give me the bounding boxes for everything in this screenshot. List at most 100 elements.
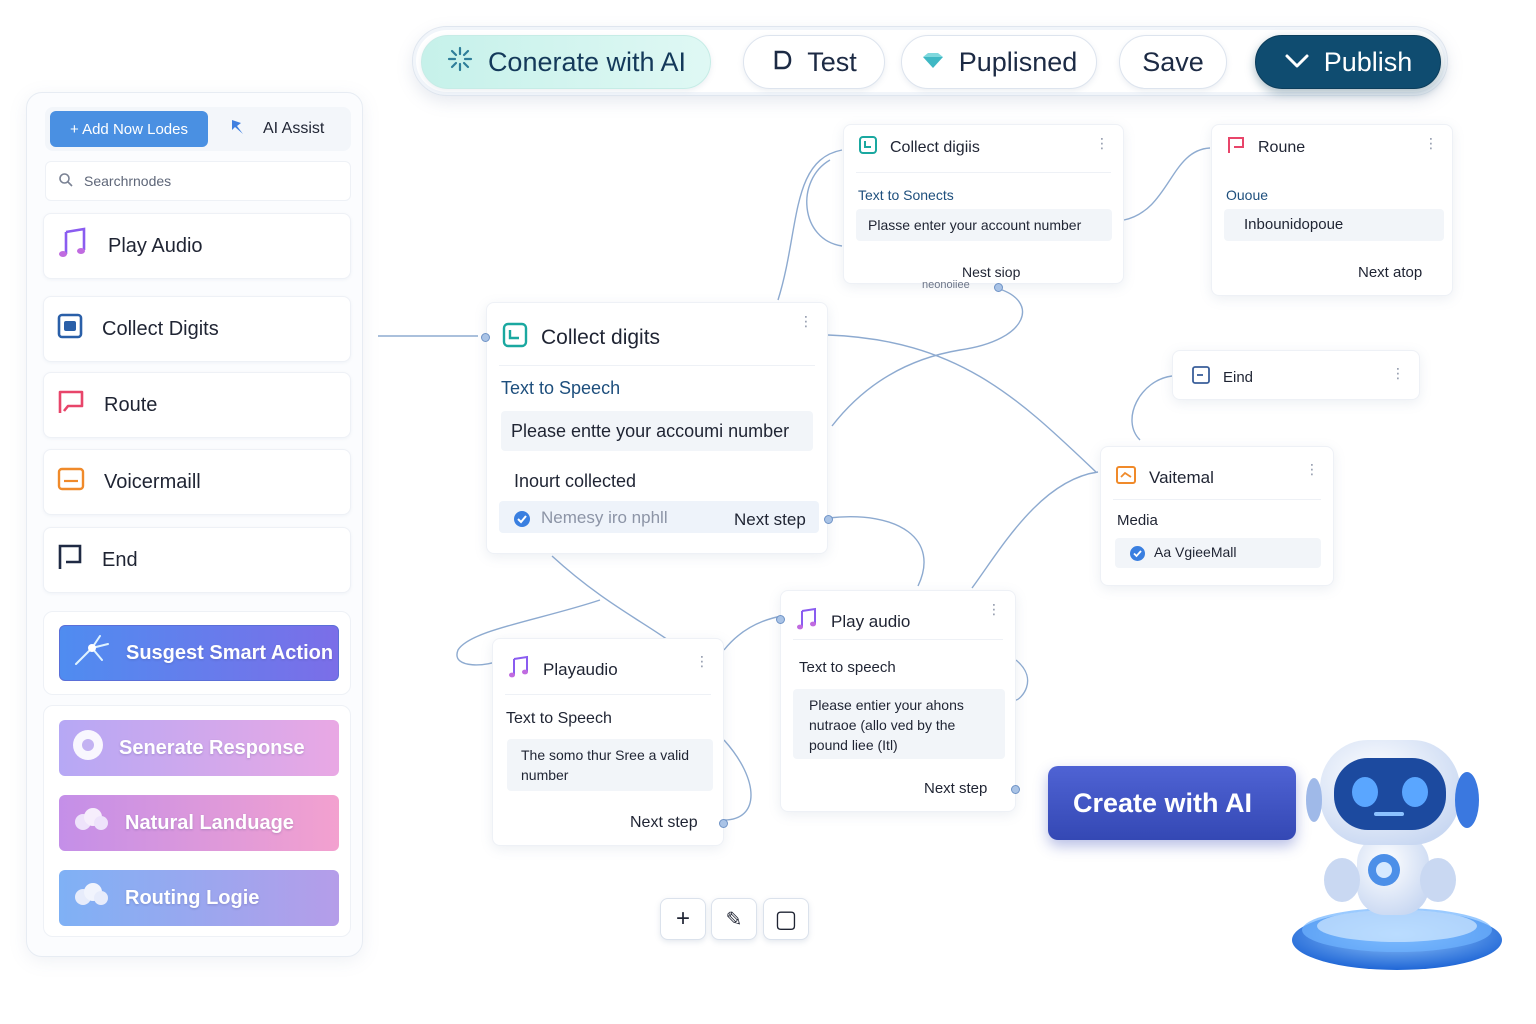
- node-play-audio-left[interactable]: Playaudio ⋮ Text to Speech The somo thur…: [492, 638, 728, 846]
- keypad-icon: [56, 312, 84, 346]
- sidebar-item-end[interactable]: End: [43, 527, 351, 593]
- node-menu-icon[interactable]: ⋮: [1305, 461, 1319, 477]
- natural-language-button[interactable]: Natural Landuage: [59, 795, 339, 851]
- node-header: Play audio: [795, 607, 910, 636]
- create-with-ai-button[interactable]: Create with AI: [1048, 766, 1296, 840]
- output-port[interactable]: [994, 283, 1003, 292]
- play-d-icon: [771, 47, 793, 78]
- sidebar-item-collect-digits[interactable]: Collect Digits: [43, 296, 351, 362]
- generate-label: Conerate with AI: [487, 46, 687, 77]
- routing-cloud-icon: [71, 880, 111, 916]
- generate-with-ai-button[interactable]: Conerate with AI: [421, 35, 711, 89]
- sidebar-item-play-audio[interactable]: Play Audio: [43, 213, 351, 279]
- node-menu-icon[interactable]: ⋮: [1095, 135, 1109, 151]
- end-icon: [1191, 365, 1211, 389]
- node-title: Collect digiis: [890, 138, 980, 156]
- generate-response-button[interactable]: Senerate Response: [59, 720, 339, 776]
- music-note-icon: [507, 655, 531, 684]
- search-icon: [58, 172, 74, 191]
- wire-playleft-next: [723, 739, 752, 821]
- node-next-step[interactable]: Nest siop: [962, 264, 1021, 280]
- ai-assist-tab[interactable]: AI Assist: [229, 111, 347, 147]
- test-button[interactable]: Test: [743, 35, 885, 89]
- node-prompt-field[interactable]: The somo thur Sree a valid number: [507, 739, 713, 791]
- edit-tool[interactable]: ✎: [711, 898, 757, 940]
- add-nodes-tab[interactable]: + Add Now Lodes: [50, 111, 208, 147]
- node-header: Eind: [1191, 365, 1253, 389]
- wire-playleft-to-playright: [723, 615, 783, 651]
- wire-collect-top-loop: [806, 159, 843, 247]
- suggest-smart-action-button[interactable]: Susgest Smart Action: [59, 625, 339, 681]
- node-title: Roune: [1258, 138, 1306, 156]
- node-title: Collect digits: [541, 326, 661, 349]
- node-collect-digits-top[interactable]: Collect digiis ⋮ Text to Sonects Plasse …: [843, 124, 1124, 292]
- node-menu-icon[interactable]: ⋮: [987, 601, 1001, 617]
- node-next-step[interactable]: Next step: [630, 814, 698, 831]
- node-prompt-field[interactable]: Please entte your accoumi number: [501, 411, 813, 451]
- node-field-label: Ououe: [1226, 187, 1269, 203]
- pencil-icon: ✎: [725, 908, 743, 931]
- node-next-step[interactable]: Next step: [734, 510, 806, 529]
- input-port[interactable]: [481, 333, 490, 342]
- route-flag-icon: [56, 388, 86, 422]
- node-menu-icon[interactable]: ⋮: [1391, 365, 1405, 381]
- routing-logic-button[interactable]: Routing Logie: [59, 870, 339, 926]
- save-label: Save: [1142, 46, 1204, 77]
- wire-main-to-voicemail: [827, 334, 1097, 473]
- add-nodes-label: + Add Now Lodes: [69, 120, 188, 138]
- published-status-button[interactable]: Puplisned: [901, 35, 1097, 89]
- frame-tool[interactable]: ▢: [763, 898, 809, 940]
- node-prompt-field[interactable]: Please entier your ahons nutraoe (allo v…: [793, 689, 1005, 759]
- create-with-ai-label: Create with AI: [1073, 787, 1253, 818]
- save-button[interactable]: Save: [1119, 35, 1227, 89]
- output-port[interactable]: [824, 515, 833, 524]
- node-media-field[interactable]: [1115, 538, 1321, 568]
- node-route[interactable]: Roune ⋮ Ououe Inbounidopoue Next atop: [1211, 124, 1453, 296]
- node-collect-digits-main[interactable]: Collect digits ⋮ Text to Speech Please e…: [481, 302, 833, 554]
- node-title: Eind: [1223, 368, 1254, 386]
- voicemail-icon: [1115, 465, 1137, 490]
- output-port[interactable]: [719, 819, 728, 828]
- node-next-step[interactable]: Next atop: [1358, 264, 1423, 281]
- sidebar-tabs: + Add Now Lodes AI Assist: [45, 107, 351, 151]
- node-prompt-field[interactable]: Plasse enter your account number: [856, 209, 1112, 241]
- cloud-burst-icon: [71, 805, 111, 841]
- node-menu-icon[interactable]: ⋮: [1424, 135, 1438, 151]
- ai-assist-label: AI Assist: [263, 120, 325, 137]
- publish-button[interactable]: Publish: [1255, 35, 1441, 89]
- node-field-label: Media: [1117, 512, 1158, 529]
- wire-next-to-main: [831, 287, 1024, 427]
- divider: [856, 172, 1111, 173]
- add-node-tool[interactable]: +: [660, 898, 706, 940]
- node-check-row[interactable]: [499, 501, 819, 533]
- search-nodes-input[interactable]: Searchrnodes: [45, 161, 351, 201]
- input-port[interactable]: [776, 615, 785, 624]
- wire-collect-top-in: [777, 149, 843, 301]
- node-header: Roune: [1226, 135, 1305, 160]
- sidebar-item-voicemail[interactable]: Voicermaill: [43, 449, 351, 515]
- wire-playright-loop: [1015, 659, 1029, 701]
- node-voicemail[interactable]: Vaitemal ⋮ Media Aa VgieeMall: [1100, 446, 1334, 586]
- node-header: Vaitemal: [1115, 465, 1214, 490]
- wire-main-to-playleft: [551, 555, 669, 641]
- generate-response-label: Senerate Response: [119, 736, 305, 759]
- node-field-label: Text to speech: [799, 659, 896, 676]
- node-field-label: Text to Speech: [501, 378, 621, 398]
- gem-icon: [921, 47, 945, 78]
- node-next-step[interactable]: Next step: [924, 780, 988, 797]
- wire-next-to-play: [827, 516, 925, 587]
- node-title: Play audio: [831, 611, 911, 631]
- node-queue-field[interactable]: Inbounidopoue: [1224, 209, 1444, 241]
- sparkle-burst-icon: [72, 632, 112, 674]
- node-menu-icon[interactable]: ⋮: [799, 313, 813, 329]
- node-menu-icon[interactable]: ⋮: [695, 653, 709, 669]
- node-check-text: Nemesy iro nphll: [541, 508, 668, 527]
- keypad-icon: [501, 321, 529, 355]
- sidebar-item-route[interactable]: Route: [43, 372, 351, 438]
- output-port[interactable]: [1011, 785, 1020, 794]
- node-play-audio-right[interactable]: Play audio ⋮ Text to speech Please entie…: [776, 590, 1020, 812]
- node-end[interactable]: Eind ⋮: [1172, 350, 1420, 400]
- search-placeholder: Searchrnodes: [84, 173, 172, 189]
- publish-label: Publish: [1323, 46, 1413, 77]
